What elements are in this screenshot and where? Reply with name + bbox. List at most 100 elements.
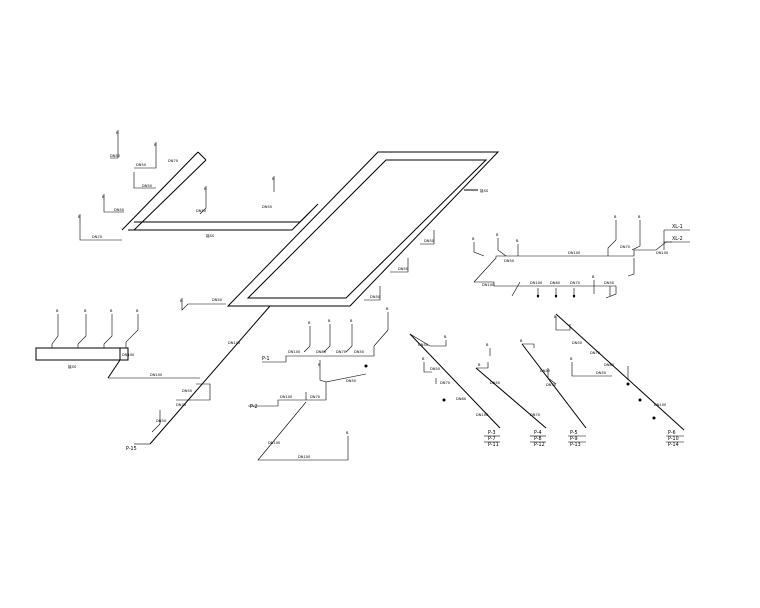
riser-marker: B [422, 357, 425, 361]
size-label: DN50 [596, 371, 607, 375]
riser-marker: B [614, 215, 617, 219]
size-label: DN50 [540, 369, 551, 373]
size-label: DN50 [354, 350, 365, 354]
riser-tag: P-13 [570, 442, 581, 448]
left-header-bank: 接SS DN100 B B B B [35, 309, 139, 379]
size-label: DN50 [114, 208, 125, 212]
riser-marker: B [592, 275, 595, 279]
riser-marker: B [554, 315, 557, 319]
riser-marker: B [84, 309, 87, 313]
size-label: DN70 [546, 383, 557, 387]
riser-tag: P-6 [668, 430, 676, 436]
riser-tag: P-10 [668, 436, 679, 442]
upper-left-branch: 接SS DN50 DN50 DN70 DN50 DN50 DN70 DN50 D… [78, 130, 319, 241]
riser-marker: B [570, 357, 573, 361]
size-label: DN50 [212, 298, 223, 302]
size-label: DN50 [490, 381, 501, 385]
riser-marker: B [516, 239, 519, 243]
riser-tag-xl1: XL-1 [672, 224, 683, 230]
riser-tag: P-9 [570, 436, 578, 442]
riser-marker: B [56, 309, 59, 313]
riser-marker: B [110, 309, 113, 313]
riser-marker: B [638, 215, 641, 219]
size-label: DN50 [182, 389, 193, 393]
size-label: DN100 [530, 281, 543, 285]
size-label: DN100 [280, 395, 293, 399]
size-label: DN50 [262, 205, 273, 209]
riser-marker: B [486, 343, 489, 347]
size-label: DN50 [136, 163, 147, 167]
size-label: DN100 [476, 413, 489, 417]
size-label: DN50 [110, 154, 121, 158]
lower-left-trunk: DN50 B DN100 DN100 DN50 DN70 DN50 P-15 [108, 298, 271, 452]
size-label: DN100 [228, 341, 241, 345]
size-label: DN50 [398, 267, 409, 271]
riser-tag-p15: P-15 [126, 446, 137, 452]
right-upper-network: XL-1 XL-2 DN100 DN100 DN70 DN50 B B B B … [472, 215, 690, 299]
riser-tag-xl2: XL-2 [672, 236, 683, 242]
size-label: DN50 [430, 367, 441, 371]
size-label: DN100 [654, 403, 667, 407]
riser-tag: P-7 [488, 436, 496, 442]
size-label: DN100 [482, 283, 495, 287]
size-label: DN50 [504, 259, 515, 263]
size-label: DN50 [604, 281, 615, 285]
riser-tag: P-12 [534, 442, 545, 448]
riser-marker: B [328, 319, 331, 323]
size-label: DN50 [156, 419, 167, 423]
size-label: DN100 [122, 353, 135, 357]
riser-group-1: DN50 DN50 DN70 DN80 DN100 B B P-3 P-7 P-… [409, 333, 501, 448]
riser-tag: P-8 [534, 436, 542, 442]
central-trench-loop: 接SS [226, 151, 500, 307]
riser-marker: B [204, 187, 207, 191]
riser-marker: B [78, 215, 81, 219]
riser-marker: B [496, 233, 499, 237]
size-label: DN100 [298, 455, 311, 459]
riser-group-4: DN50 DN70 DN80 DN100 DN50 B B P-6 P-10 P… [554, 313, 685, 448]
size-label: DN100 [150, 373, 163, 377]
header-label: 接SS [68, 364, 77, 369]
riser-marker: B [102, 195, 105, 199]
riser-tag-p2: P-2 [250, 404, 258, 410]
size-label: DN100 [656, 251, 669, 255]
size-label: DN50 [418, 343, 429, 347]
riser-marker: B [116, 131, 119, 135]
riser-marker: B [386, 307, 389, 311]
riser-group-3: DN50 DN70 B P-5 P-9 P-13 [520, 339, 587, 448]
riser-marker: B [520, 339, 523, 343]
riser-marker: B [318, 363, 321, 367]
size-label: DN70 [92, 235, 103, 239]
size-label: DN80 [604, 363, 615, 367]
riser-marker: B [272, 177, 275, 181]
riser-tag: P-14 [668, 442, 679, 448]
size-label: DN70 [570, 281, 581, 285]
size-label: DN100 [568, 251, 581, 255]
size-label: DN50 [196, 209, 207, 213]
trench-right-stubs: DN50 DN50 DN50 [364, 230, 435, 301]
size-label: DN70 [590, 351, 601, 355]
size-label: DN80 [550, 281, 561, 285]
size-label: DN80 [316, 350, 327, 354]
riser-marker: B [444, 335, 447, 339]
size-label: DN70 [440, 381, 451, 385]
size-label: DN50 [142, 184, 153, 188]
riser-tag: P-5 [570, 430, 578, 436]
size-label: DN50 [424, 239, 435, 243]
riser-group-2: DN50 DN70 B B P-4 P-8 P-12 [475, 343, 547, 448]
riser-marker: B [136, 309, 139, 313]
riser-marker: B [308, 321, 311, 325]
size-label: DN70 [310, 395, 321, 399]
p1-branch: P-1 DN100 DN80 DN70 DN50 B B B B [262, 307, 389, 363]
size-label: DN70 [530, 413, 541, 417]
riser-tag: P-3 [488, 430, 496, 436]
size-label: DN50 [370, 295, 381, 299]
riser-marker: B [180, 299, 183, 303]
upper-branch-label: 接SS [206, 233, 215, 238]
riser-tag: P-11 [488, 442, 499, 448]
riser-marker: B [346, 431, 349, 435]
size-label: DN50 [346, 379, 357, 383]
size-label: DN50 [572, 341, 583, 345]
riser-marker: B [154, 143, 157, 147]
p2-branch: P-2 DN100 DN70 DN50 B DN100 DN100 B [248, 360, 368, 461]
